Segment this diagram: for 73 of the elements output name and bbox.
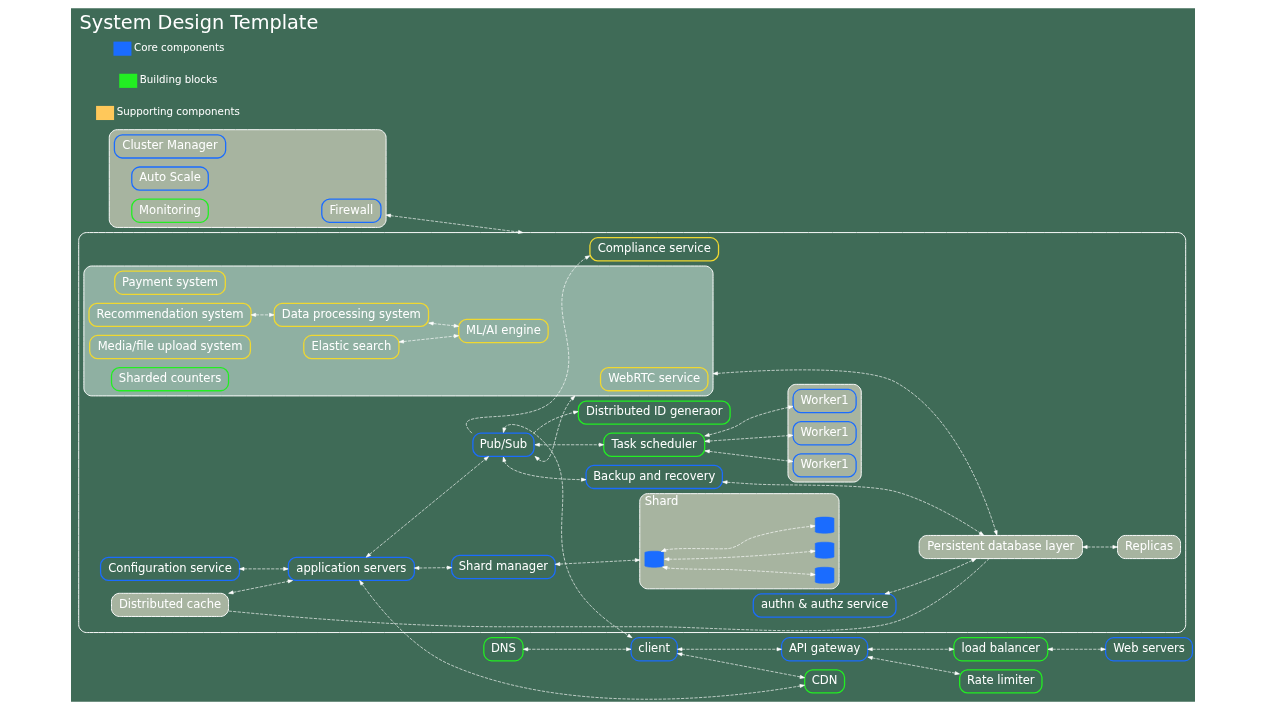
node-box: Monitoring <box>131 198 209 223</box>
node-box: Worker1 <box>792 388 857 414</box>
node-box: WebRTC service <box>599 366 709 392</box>
legend-label: Core components <box>134 41 225 54</box>
node-box: Replicas <box>1117 534 1181 560</box>
arrow <box>867 656 960 675</box>
node-box: Persistent database layer <box>918 534 1083 560</box>
arrow <box>359 580 805 700</box>
arrow <box>502 424 633 638</box>
arrow <box>704 449 794 463</box>
diagram-title: System Design Template <box>79 10 319 34</box>
arrow <box>1047 647 1106 652</box>
node-box: load balancer <box>953 637 1049 662</box>
arrow <box>704 405 794 437</box>
arrow <box>712 369 998 536</box>
node-box: authn & authz service <box>752 593 897 618</box>
node-box: Rate limiter <box>959 669 1043 694</box>
cluster <box>108 129 387 228</box>
node-box: Recommendation system <box>88 302 252 328</box>
node-box: Firewall <box>321 198 382 223</box>
node-box: Task scheduler <box>603 432 706 457</box>
arrow <box>677 647 782 652</box>
node-box: Elastic search <box>303 334 400 360</box>
node-box: Worker1 <box>792 420 857 446</box>
cluster <box>83 265 714 397</box>
arrow <box>884 558 977 595</box>
node-box: ML/AI engine <box>458 318 549 344</box>
arrow <box>239 566 289 571</box>
node-box: CDN <box>804 669 846 694</box>
node-box: Distributed cache <box>111 592 229 617</box>
arrow <box>250 313 275 317</box>
node-box: Cluster Manager <box>113 134 227 159</box>
arrow <box>385 213 524 234</box>
node-box: DNS <box>483 637 524 662</box>
legend-label: Supporting components <box>116 105 240 118</box>
node-box: Worker1 <box>792 453 857 478</box>
arrow <box>722 480 985 536</box>
arrow <box>867 647 955 652</box>
node-box: Web servers <box>1104 637 1194 662</box>
node-box: Media/file upload system <box>89 334 252 360</box>
node-box: Sharded counters <box>110 366 230 392</box>
node-box: Configuration service <box>99 556 241 582</box>
node-box: Backup and recovery <box>585 464 724 490</box>
node-box: Data processing system <box>273 302 430 328</box>
arrow <box>534 442 604 447</box>
node-box: Shard manager <box>451 554 556 580</box>
arrow <box>466 255 591 434</box>
arrow <box>398 334 459 344</box>
arrow <box>523 647 632 652</box>
node-box: Pub/Sub <box>472 432 535 457</box>
node-box: Payment system <box>114 270 226 295</box>
node-box: client <box>630 637 678 662</box>
node-box: Distributed ID generaor <box>577 400 731 425</box>
arrow <box>365 456 489 558</box>
arrow <box>414 565 452 570</box>
node-box: Compliance service <box>589 237 720 262</box>
arrow <box>677 652 805 679</box>
arrow <box>502 456 587 482</box>
arrow <box>660 524 816 552</box>
arrow <box>555 558 641 566</box>
arrow <box>704 433 794 443</box>
arrow <box>534 395 576 462</box>
node-box: Auto Scale <box>131 166 209 191</box>
connector <box>228 558 990 632</box>
arrow <box>228 579 293 595</box>
legend-label: Building blocks <box>139 73 218 86</box>
cluster: Shard <box>639 493 840 590</box>
arrow <box>662 566 816 577</box>
arrow <box>664 549 816 562</box>
node-box: API gateway <box>780 637 869 662</box>
arrow <box>1082 545 1118 549</box>
arrow <box>533 410 579 434</box>
arrow <box>428 321 459 328</box>
